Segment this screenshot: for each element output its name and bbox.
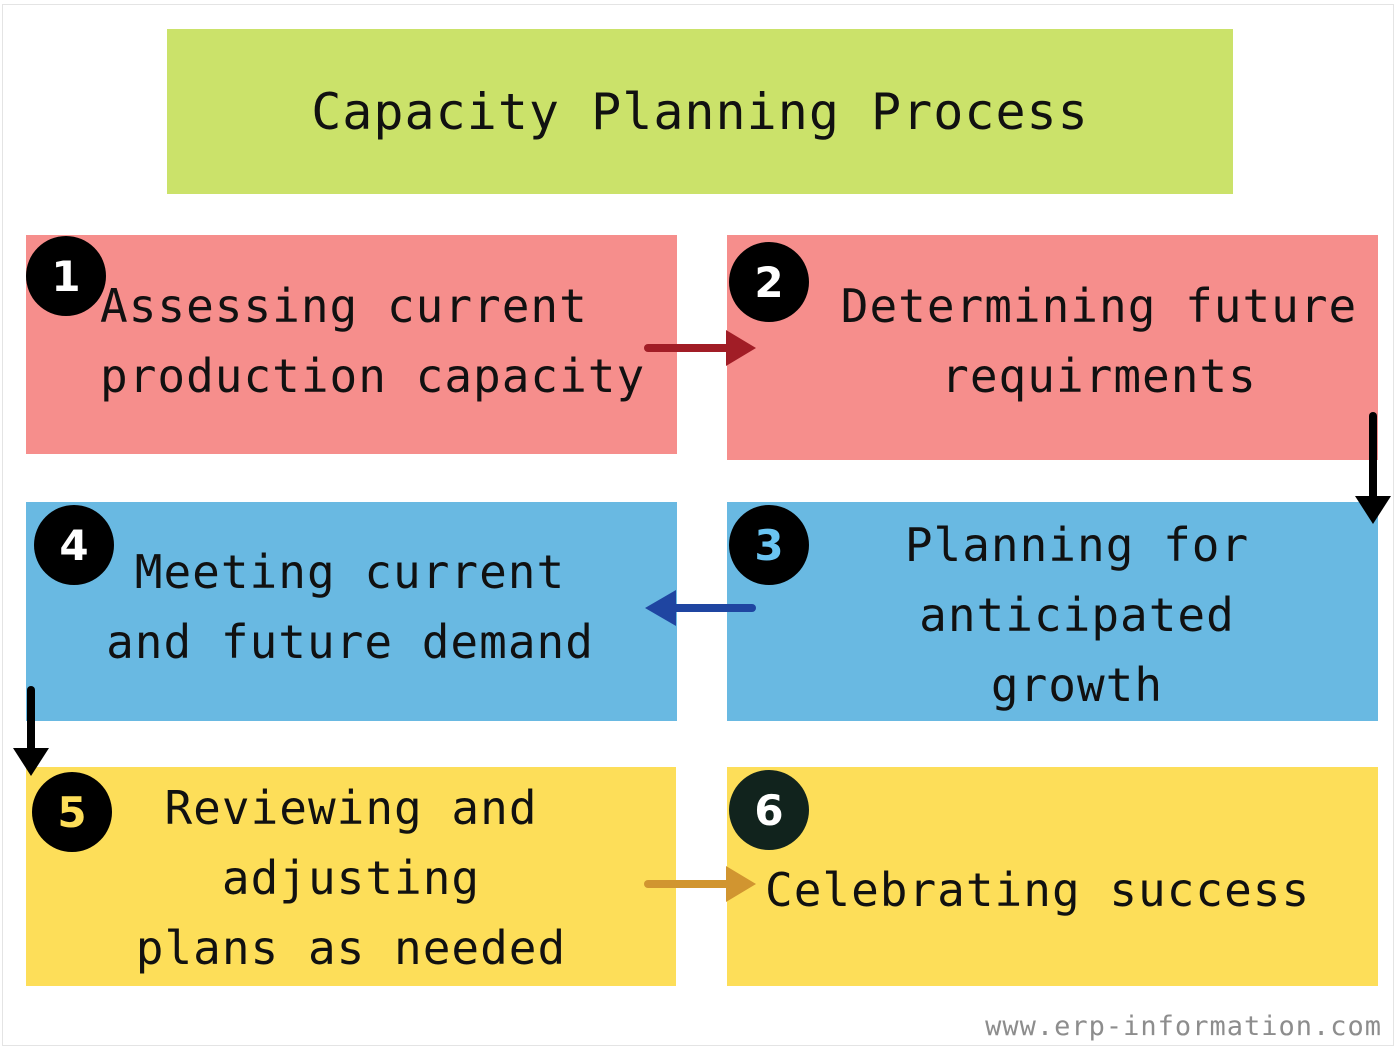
step-5-badge: 5 xyxy=(32,772,112,852)
step-2-badge: 2 xyxy=(729,242,809,322)
step-1-badge: 1 xyxy=(26,236,106,316)
title-box: Capacity Planning Process xyxy=(167,29,1233,194)
step-6-badge: 6 xyxy=(729,770,809,850)
step-6-box: Celebrating success xyxy=(727,767,1378,986)
step-3-badge: 3 xyxy=(729,505,809,585)
step-6-text: Celebrating success xyxy=(765,863,1311,917)
diagram-title: Capacity Planning Process xyxy=(311,82,1089,141)
diagram-frame xyxy=(2,4,1394,1046)
watermark: www.erp-information.com xyxy=(985,1011,1382,1042)
step-4-badge: 4 xyxy=(34,505,114,585)
